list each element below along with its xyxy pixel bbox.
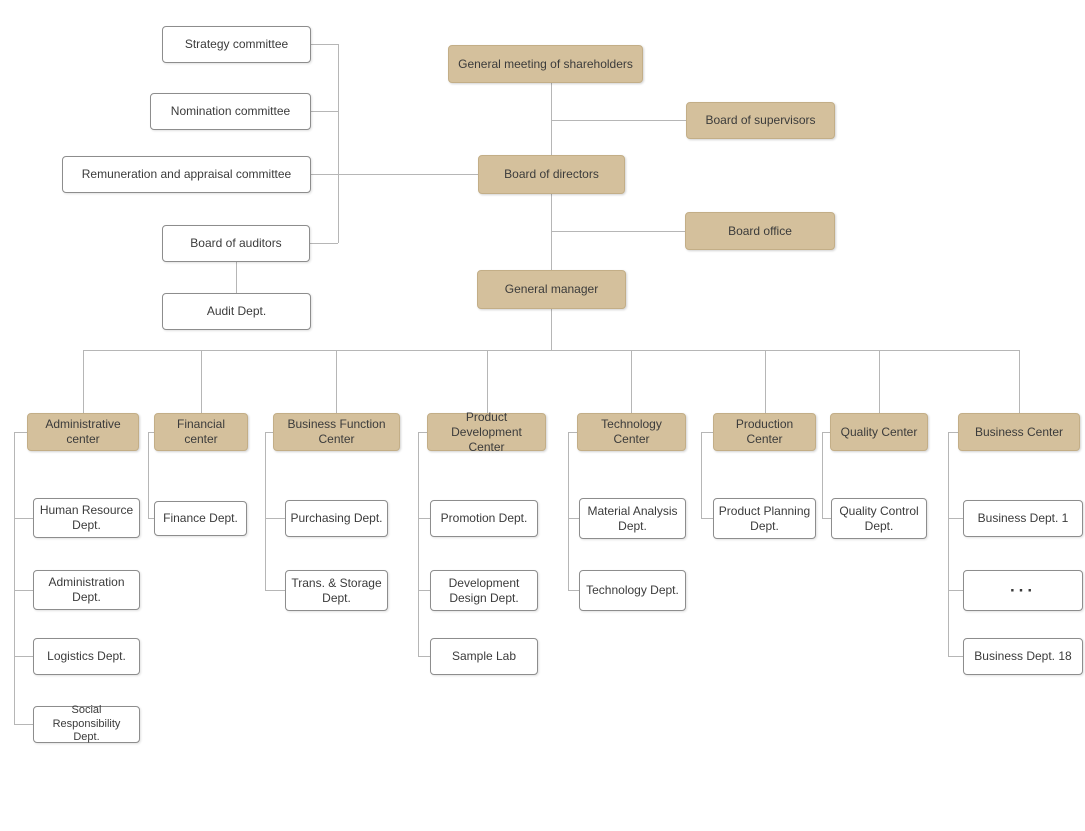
connector-line [236, 262, 237, 293]
connector-line [418, 432, 427, 433]
connector-line [14, 656, 33, 657]
org-node-audit-dept: Audit Dept. [162, 293, 311, 330]
connector-line [148, 432, 149, 518]
connector-line [14, 432, 15, 724]
connector-line [1019, 350, 1020, 413]
org-node-promotion-dept: Promotion Dept. [430, 500, 538, 537]
connector-line [765, 350, 766, 413]
connector-line [487, 350, 488, 413]
org-node-trans-storage-dept: Trans. & Storage Dept. [285, 570, 388, 611]
org-node-nomination-committee: Nomination committee [150, 93, 311, 130]
org-node-general-manager: General manager [477, 270, 626, 309]
org-node-sample-lab: Sample Lab [430, 638, 538, 675]
connector-line [311, 44, 338, 45]
org-node-development-design-dept: Development Design Dept. [430, 570, 538, 611]
connector-line [311, 174, 478, 175]
org-node-business-dept-1: Business Dept. 1 [963, 500, 1083, 537]
connector-line [265, 432, 273, 433]
connector-line [265, 590, 285, 591]
org-node-business-dept-18: Business Dept. 18 [963, 638, 1083, 675]
org-node-material-analysis-dept: Material Analysis Dept. [579, 498, 686, 539]
org-node-remuneration-and-appraisal-committee: Remuneration and appraisal committee [62, 156, 311, 193]
org-node-board-of-directors: Board of directors [478, 155, 625, 194]
connector-line [551, 309, 552, 350]
connector-line [948, 656, 963, 657]
org-node-human-resource-dept: Human Resource Dept. [33, 498, 140, 538]
org-node-quality-center: Quality Center [830, 413, 928, 451]
connector-line [148, 432, 154, 433]
org-node-financial-center: Financial center [154, 413, 248, 451]
connector-line [551, 83, 552, 155]
org-node-purchasing-dept: Purchasing Dept. [285, 500, 388, 537]
connector-line [568, 518, 579, 519]
connector-line [148, 518, 154, 519]
org-node-product-planning-dept: Product Planning Dept. [713, 498, 816, 539]
org-node-administration-dept: Administration Dept. [33, 570, 140, 610]
connector-line [551, 120, 686, 121]
connector-line [701, 432, 702, 518]
connector-line [265, 432, 266, 590]
connector-line [948, 590, 963, 591]
connector-line [879, 350, 880, 413]
connector-line [948, 518, 963, 519]
connector-line [14, 518, 33, 519]
connector-line [14, 724, 33, 725]
connector-line [336, 350, 337, 413]
connector-line [14, 432, 27, 433]
org-node-technology-center: Technology Center [577, 413, 686, 451]
org-node-production-center: Production Center [713, 413, 816, 451]
connector-line [631, 350, 632, 413]
connector-line [83, 350, 84, 413]
org-node-board-office: Board office [685, 212, 835, 250]
org-node-finance-dept: Finance Dept. [154, 501, 247, 536]
org-node-business-function-center: Business Function Center [273, 413, 400, 451]
connector-line [418, 432, 419, 656]
org-node-social-responsibility-dept: Social Responsibility Dept. [33, 704, 140, 743]
connector-line [568, 432, 577, 433]
connector-line [948, 432, 949, 656]
org-node-product-development-center: Product Development Center [427, 410, 546, 454]
connector-line [701, 518, 713, 519]
connector-line [948, 432, 958, 433]
connector-line [568, 432, 569, 590]
org-node-logistics-dept: Logistics Dept. [33, 638, 140, 675]
connector-line [568, 590, 579, 591]
connector-line [201, 350, 202, 413]
org-node-board-of-supervisors: Board of supervisors [686, 102, 835, 139]
connector-line [338, 44, 339, 243]
org-node-general-meeting-of-shareholders: General meeting of shareholders [448, 45, 643, 83]
connector-line [418, 590, 430, 591]
org-node-technology-dept: Technology Dept. [579, 570, 686, 611]
connector-line [822, 432, 830, 433]
connector-line [310, 243, 338, 244]
connector-line [822, 518, 831, 519]
connector-line [418, 656, 430, 657]
connector-line [265, 518, 285, 519]
org-node-quality-control-dept: Quality Control Dept. [831, 498, 927, 539]
org-node-board-of-auditors: Board of auditors [162, 225, 310, 262]
org-node-business-dept-ellipsis: ··· [963, 570, 1083, 611]
connector-line [14, 590, 33, 591]
connector-line [701, 432, 713, 433]
connector-line [83, 350, 1019, 351]
org-node-business-center: Business Center [958, 413, 1080, 451]
connector-line [822, 432, 823, 518]
connector-line [551, 231, 685, 232]
connector-line [311, 111, 338, 112]
connector-line [418, 518, 430, 519]
org-node-administrative-center: Administrative center [27, 413, 139, 451]
org-node-strategy-committee: Strategy committee [162, 26, 311, 63]
connector-line [551, 194, 552, 270]
